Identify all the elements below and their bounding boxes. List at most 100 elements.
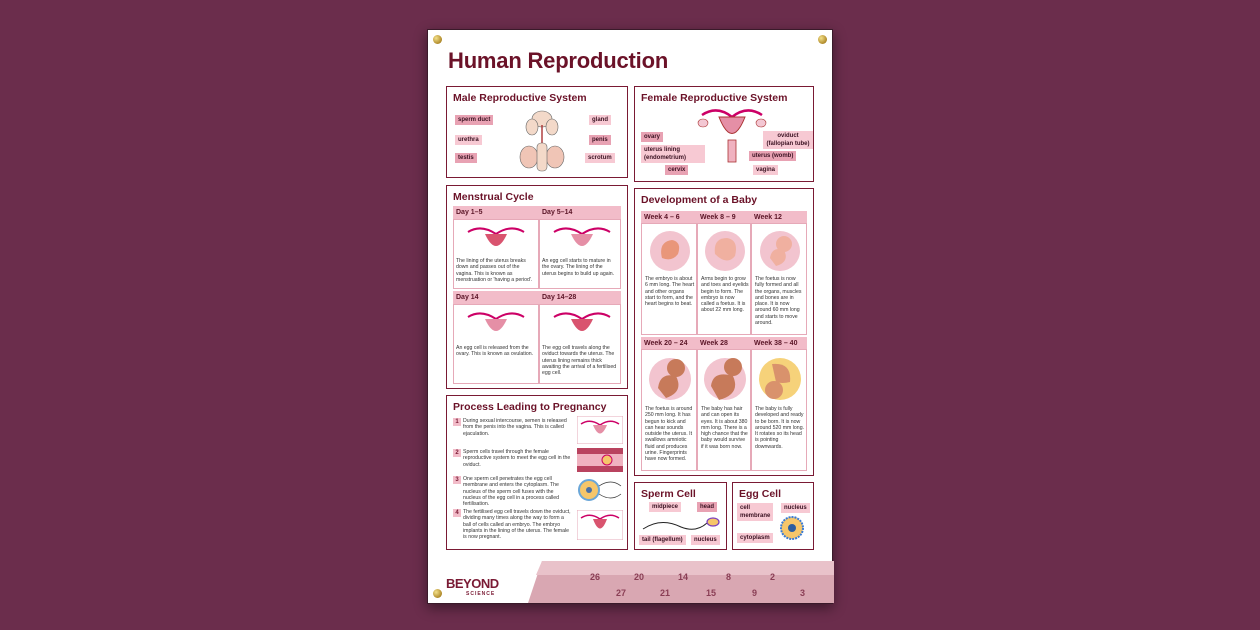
cycle-text: The lining of the uterus breaks down and… xyxy=(456,258,533,283)
male-system-panel: Male Reproductive System sperm duct uret… xyxy=(446,86,628,178)
ruler-number: 8 xyxy=(726,572,732,582)
week-cell: The baby has hair and can open its eyes.… xyxy=(697,349,751,471)
uterus-icon xyxy=(577,510,623,540)
week-text: The foetus is around 250 mm long. It has… xyxy=(645,406,693,463)
week-header: Week 20 – 24 xyxy=(641,337,697,349)
cycle-cell: An egg cell starts to mature in the ovar… xyxy=(539,219,621,289)
panel-title: Sperm Cell xyxy=(641,488,696,500)
label-gland: gland xyxy=(589,115,611,125)
uterus-icon xyxy=(553,227,611,246)
cycle-text: An egg cell is released from the ovary. … xyxy=(456,345,534,358)
ruler-number: 14 xyxy=(678,572,689,582)
panel-title: Egg Cell xyxy=(739,488,782,500)
uterus-icon xyxy=(577,416,623,444)
step-number: 1 xyxy=(453,418,461,426)
pin-icon xyxy=(433,589,442,598)
week-text: The foetus is now fully formed and all t… xyxy=(755,276,802,327)
step-number: 4 xyxy=(453,509,461,517)
sperm-cell-icon xyxy=(642,517,720,530)
label-nucleus: nucleus xyxy=(691,535,720,545)
cycle-text: An egg cell starts to mature in the ovar… xyxy=(542,258,615,277)
label-vagina: vagina xyxy=(753,165,779,175)
step-number: 3 xyxy=(453,476,461,484)
female-system-panel: Female Reproductive System ovary uterus … xyxy=(634,86,814,182)
label-uterus-lining: uterus lining (endometrium) xyxy=(641,145,705,163)
week-cell: The foetus is around 250 mm long. It has… xyxy=(641,349,697,471)
panel-title: Development of a Baby xyxy=(641,194,758,206)
foetus-icon xyxy=(649,358,691,400)
label-uterus-womb: uterus (womb) xyxy=(749,151,797,161)
step-text: Sperm cells travel through the female re… xyxy=(463,449,571,468)
ruler-number: 27 xyxy=(616,588,627,598)
ruler-number: 26 xyxy=(590,572,601,582)
week-header: Week 4 – 6 xyxy=(641,211,697,223)
cycle-cell: The egg cell travels along the oviduct t… xyxy=(539,304,621,384)
poster-title: Human Reproduction xyxy=(448,48,669,73)
week-cell: Arms begin to grow and toes and eyelids … xyxy=(697,223,751,335)
label-ovary: ovary xyxy=(641,132,664,142)
uterus-icon xyxy=(553,312,611,331)
week-text: The embryo is about 6 mm long. The heart… xyxy=(645,276,695,308)
label-urethra: urethra xyxy=(455,135,482,145)
label-testis: testis xyxy=(455,153,477,163)
cycle-day-header: Day 1–5 xyxy=(453,206,539,219)
week-cell: The baby is fully developed and ready to… xyxy=(751,349,807,471)
ruler-number: 2 xyxy=(770,572,776,582)
label-oviduct: oviduct (fallopian tube) xyxy=(763,131,813,149)
menstrual-cycle-panel: Menstrual Cycle Day 1–5 Day 5–14 The lin… xyxy=(446,185,628,389)
uterus-diagram-icon xyxy=(697,109,767,163)
foetus-icon xyxy=(759,358,801,400)
embryo-icon xyxy=(650,231,690,271)
label-cervix: cervix xyxy=(665,165,689,175)
week-text: The baby is fully developed and ready to… xyxy=(755,406,805,450)
label-head: head xyxy=(697,502,718,512)
embryo-icon xyxy=(705,231,745,271)
label-midpiece: midpiece xyxy=(649,502,682,512)
label-nucleus: nucleus xyxy=(781,503,810,513)
ruler-number: 15 xyxy=(706,588,717,598)
fertilisation-icon xyxy=(578,479,622,501)
cycle-day-header: Day 14–28 xyxy=(539,291,621,304)
ruler-number: 21 xyxy=(660,588,671,598)
cycle-cell: The lining of the uterus breaks down and… xyxy=(453,219,539,289)
step-text: The fertilised egg cell travels down the… xyxy=(463,509,571,541)
male-diagram-icon xyxy=(519,110,565,172)
uterus-icon xyxy=(467,227,525,246)
label-penis: penis xyxy=(589,135,611,145)
pin-icon xyxy=(818,35,827,44)
label-scrotum: scrotum xyxy=(585,153,615,163)
week-cell: The foetus is now fully formed and all t… xyxy=(751,223,807,335)
foetus-icon xyxy=(760,231,800,271)
cycle-day-header: Day 14 xyxy=(453,291,539,304)
week-header: Week 12 xyxy=(751,211,807,223)
egg-cell-panel: Egg Cell cell membrane nucleus cytoplasm xyxy=(732,482,814,550)
week-header: Week 28 xyxy=(697,337,751,349)
cycle-day-header: Day 5–14 xyxy=(539,206,621,219)
week-header: Week 38 – 40 xyxy=(751,337,807,349)
week-text: The baby has hair and can open its eyes.… xyxy=(701,406,748,450)
label-tail: tail (flagellum) xyxy=(639,535,686,545)
panel-title: Male Reproductive System xyxy=(453,92,587,104)
baby-development-panel: Development of a Baby Week 4 – 6 Week 8 … xyxy=(634,188,814,476)
label-sperm-duct: sperm duct xyxy=(455,115,494,125)
panel-title: Menstrual Cycle xyxy=(453,191,534,203)
oviduct-icon xyxy=(577,448,623,472)
step-text: One sperm cell penetrates the egg cell m… xyxy=(463,476,560,508)
step-text: During sexual intercourse, semen is rele… xyxy=(463,418,567,437)
panel-title: Female Reproductive System xyxy=(641,92,788,104)
pregnancy-process-panel: Process Leading to Pregnancy 1 During se… xyxy=(446,395,628,550)
ruler-number: 9 xyxy=(752,588,758,598)
brand-logo: BEYOND xyxy=(446,576,499,591)
step-number: 2 xyxy=(453,449,461,457)
week-text: Arms begin to grow and toes and eyelids … xyxy=(701,276,749,314)
ruler-band xyxy=(528,561,834,603)
poster-footer: BEYOND SCIENCE 26 20 14 8 2 27 21 15 9 3 xyxy=(428,561,834,603)
panel-title: Process Leading to Pregnancy xyxy=(453,401,607,413)
egg-cell-icon xyxy=(780,516,804,540)
ruler-number: 20 xyxy=(634,572,645,582)
brand-logo-sub: SCIENCE xyxy=(466,591,496,597)
foetus-icon xyxy=(704,358,746,400)
week-header: Week 8 – 9 xyxy=(697,211,751,223)
cycle-text: The egg cell travels along the oviduct t… xyxy=(542,345,617,377)
pin-icon xyxy=(433,35,442,44)
